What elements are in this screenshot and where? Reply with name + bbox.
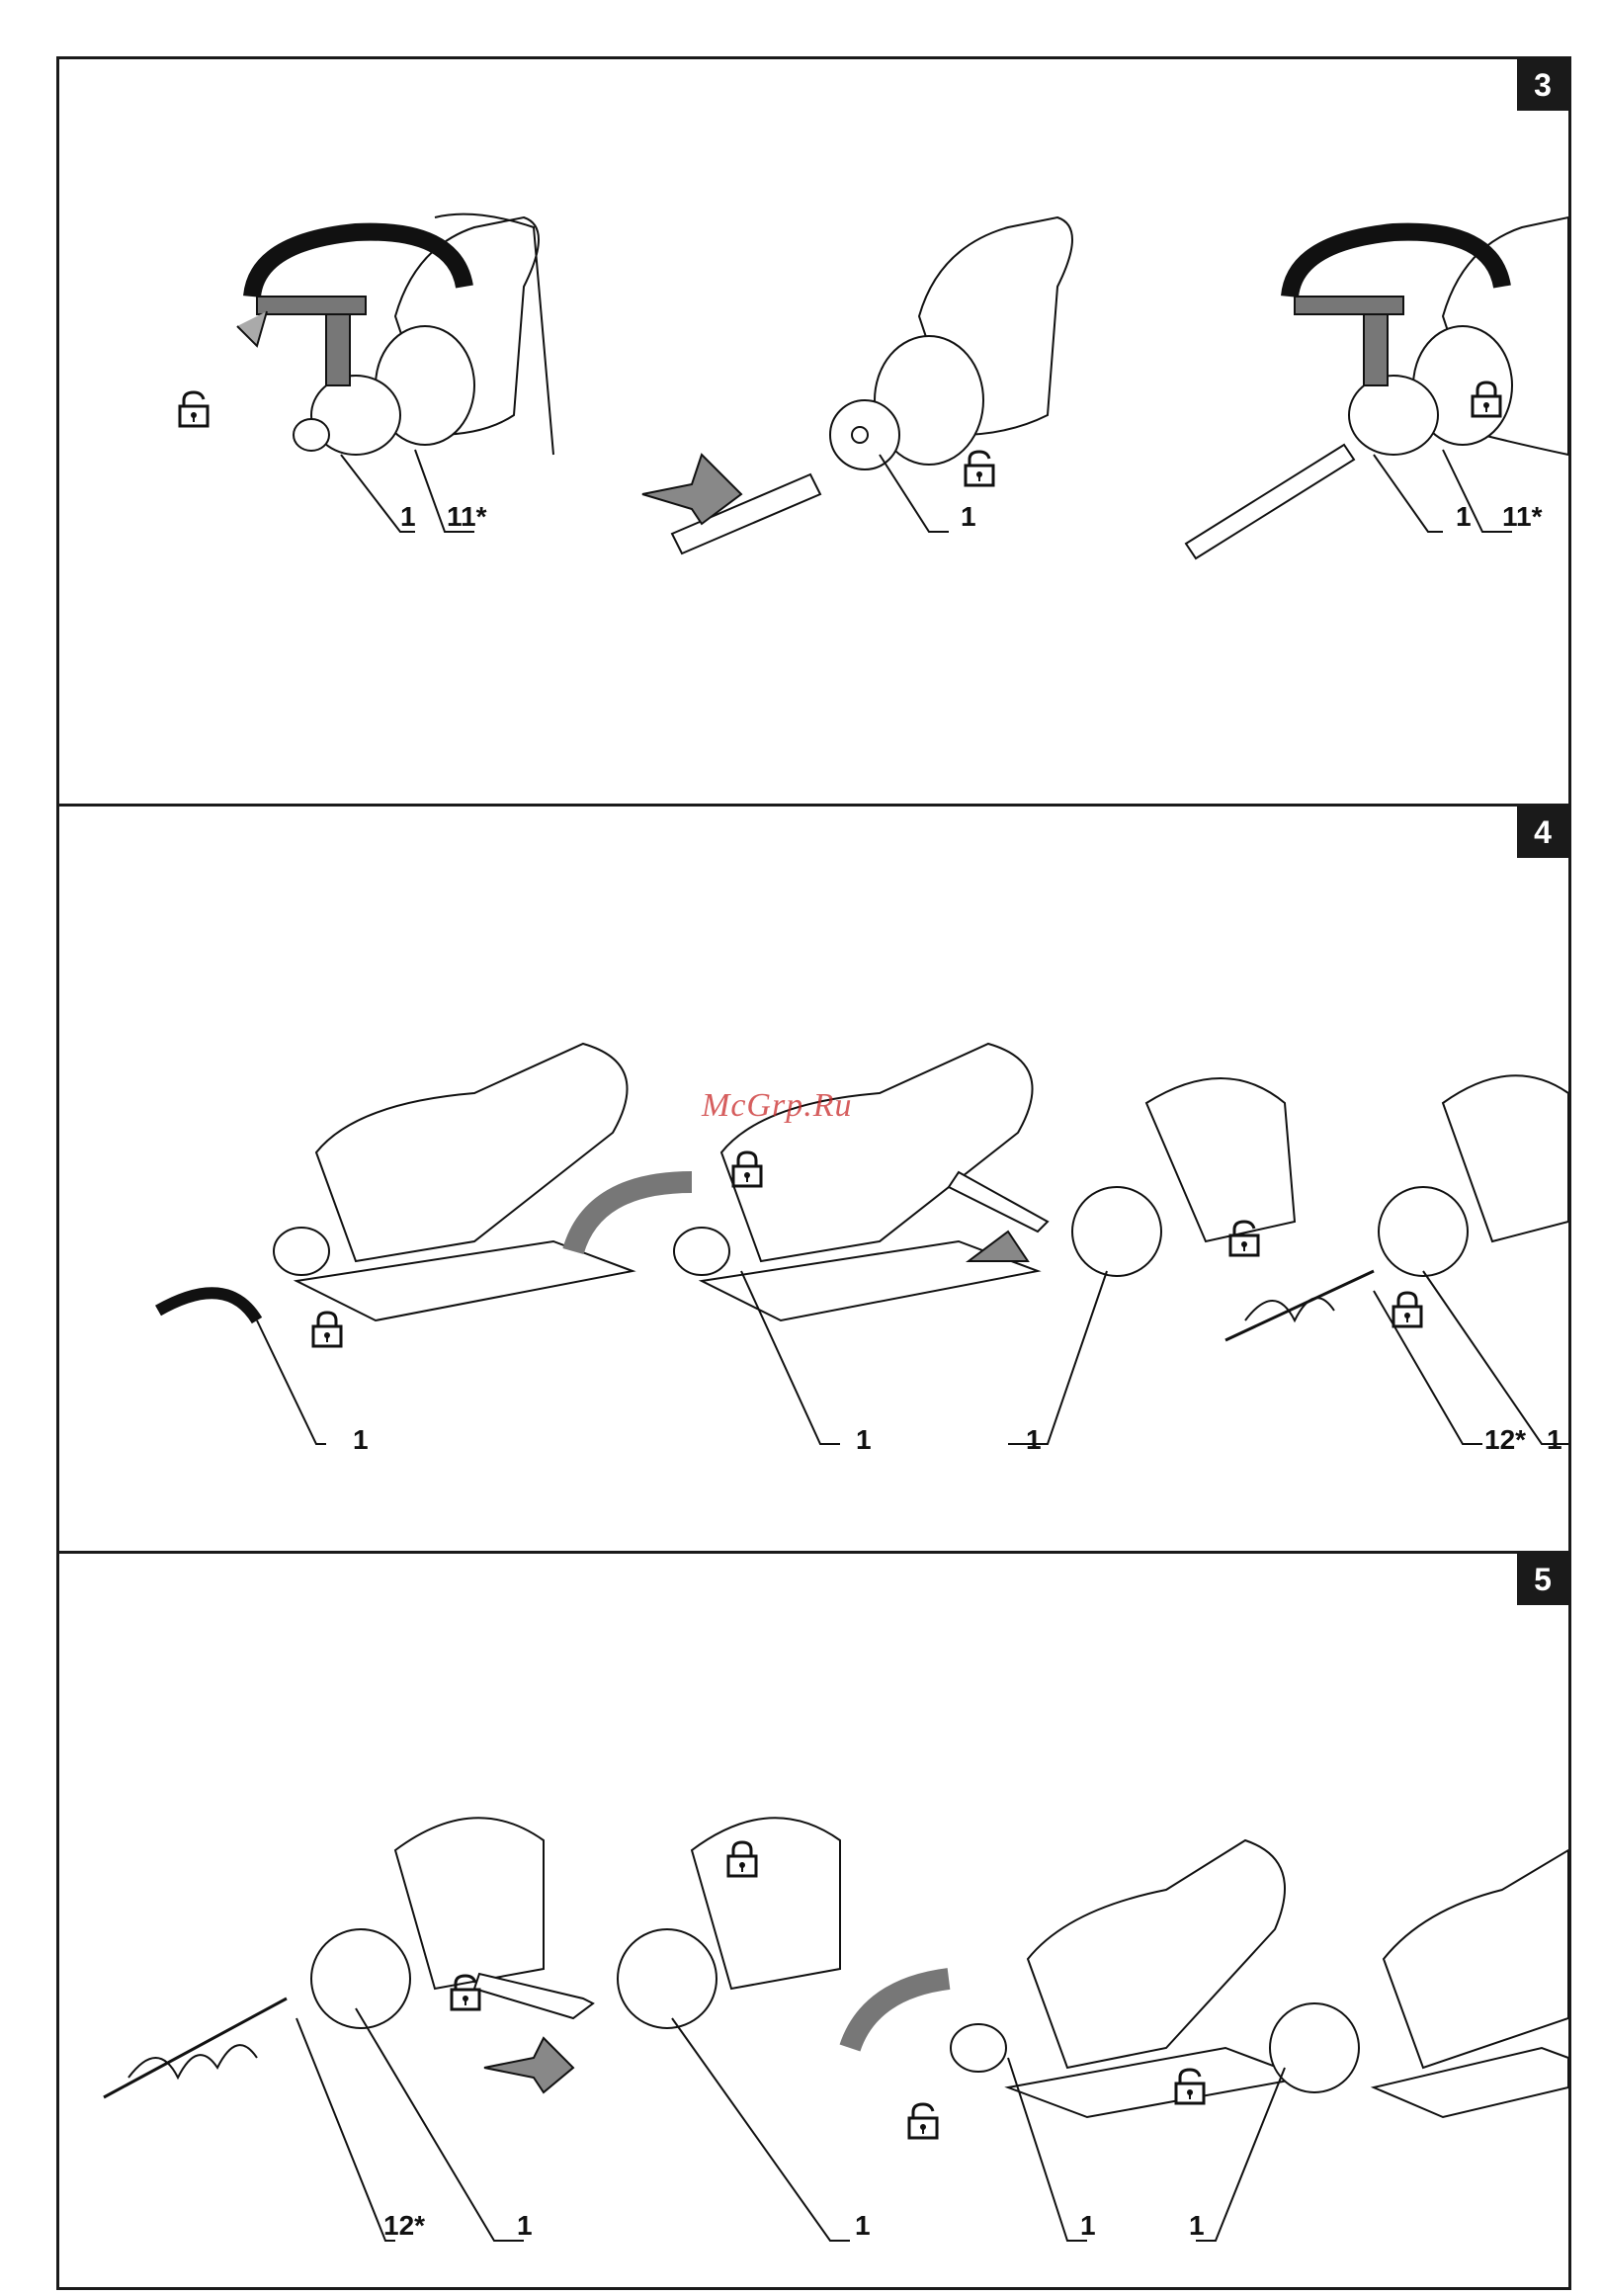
- callout-label: 1: [1189, 2211, 1205, 2241]
- padlock-open-icon: [907, 2102, 939, 2140]
- padlock-closed-icon: [1471, 381, 1502, 418]
- padlock-closed-icon: [1392, 1291, 1423, 1328]
- callout-label: 1: [856, 1425, 872, 1455]
- padlock-open-icon: [1174, 2068, 1206, 2105]
- watermark-text: McGrp.Ru: [702, 1087, 852, 1125]
- callout-label: 1: [1026, 1425, 1042, 1455]
- callout-label: 1: [1547, 1425, 1562, 1455]
- callout-label: 12*: [383, 2211, 425, 2241]
- callout-label: 12*: [1484, 1425, 1526, 1455]
- drill-on-bench-illustration: [158, 1044, 633, 1320]
- callout-label: 11*: [447, 502, 487, 532]
- insert-bit-illustration: [642, 217, 1072, 553]
- padlock-closed-icon: [726, 1840, 758, 1878]
- figure-frame: 3: [56, 56, 1571, 2290]
- callout-label: 1: [855, 2211, 871, 2241]
- padlock-open-icon: [1228, 1220, 1260, 1257]
- hex-key-insert-illustration: [474, 1974, 593, 2092]
- padlock-open-icon: [178, 390, 210, 428]
- callout-label: 1: [1080, 2211, 1096, 2241]
- callout-label: 1: [353, 1425, 369, 1455]
- callout-label: 1: [400, 502, 416, 532]
- panel-4-illustration: [59, 807, 1568, 1554]
- callout-label: 11*: [1502, 502, 1543, 532]
- chuck-with-auger-illustration: [104, 1818, 544, 2097]
- padlock-closed-icon: [731, 1150, 763, 1188]
- chuck-with-key-illustration: [237, 214, 553, 455]
- callout-label: 1: [1456, 502, 1472, 532]
- panel-5: 5: [59, 1554, 1568, 2287]
- drill-chuck-removed-illustration: [1270, 1850, 1568, 2117]
- panel-3-illustration: [59, 59, 1568, 807]
- padlock-open-icon: [450, 1974, 481, 2011]
- panel-5-illustration: [59, 1554, 1568, 2287]
- drill-with-hex-key-illustration: [850, 1840, 1305, 2117]
- callout-label: 1: [517, 2211, 533, 2241]
- padlock-open-icon: [964, 450, 995, 487]
- padlock-closed-icon: [311, 1311, 343, 1348]
- panel-3: 3: [59, 59, 1568, 807]
- callout-label: 1: [961, 502, 976, 532]
- panel-4: 4: [59, 807, 1568, 1554]
